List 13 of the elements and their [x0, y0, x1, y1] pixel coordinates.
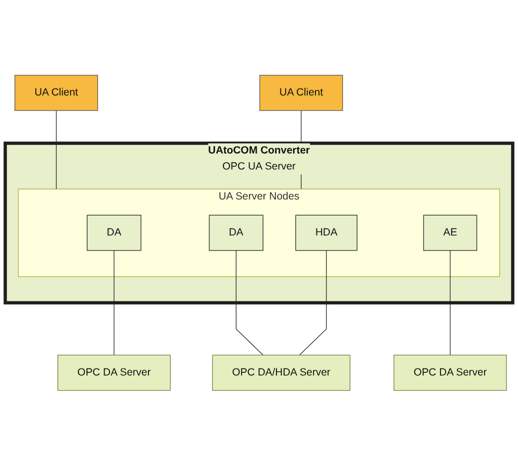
connector	[236, 250, 264, 356]
node-box: AE	[423, 215, 478, 251]
node-box: OPC DA Server	[57, 354, 171, 391]
connector	[450, 250, 451, 356]
node-box: UA Client	[14, 75, 98, 112]
connector	[56, 110, 57, 190]
node-box: OPC DA Server	[394, 354, 507, 391]
node-box: OPC DA/HDA Server	[212, 354, 350, 391]
node-box: DA	[208, 215, 264, 251]
connector	[299, 250, 327, 356]
node-box: UA Client	[259, 75, 343, 112]
node-box: DA	[86, 215, 142, 251]
node-box: HDA	[295, 215, 358, 251]
